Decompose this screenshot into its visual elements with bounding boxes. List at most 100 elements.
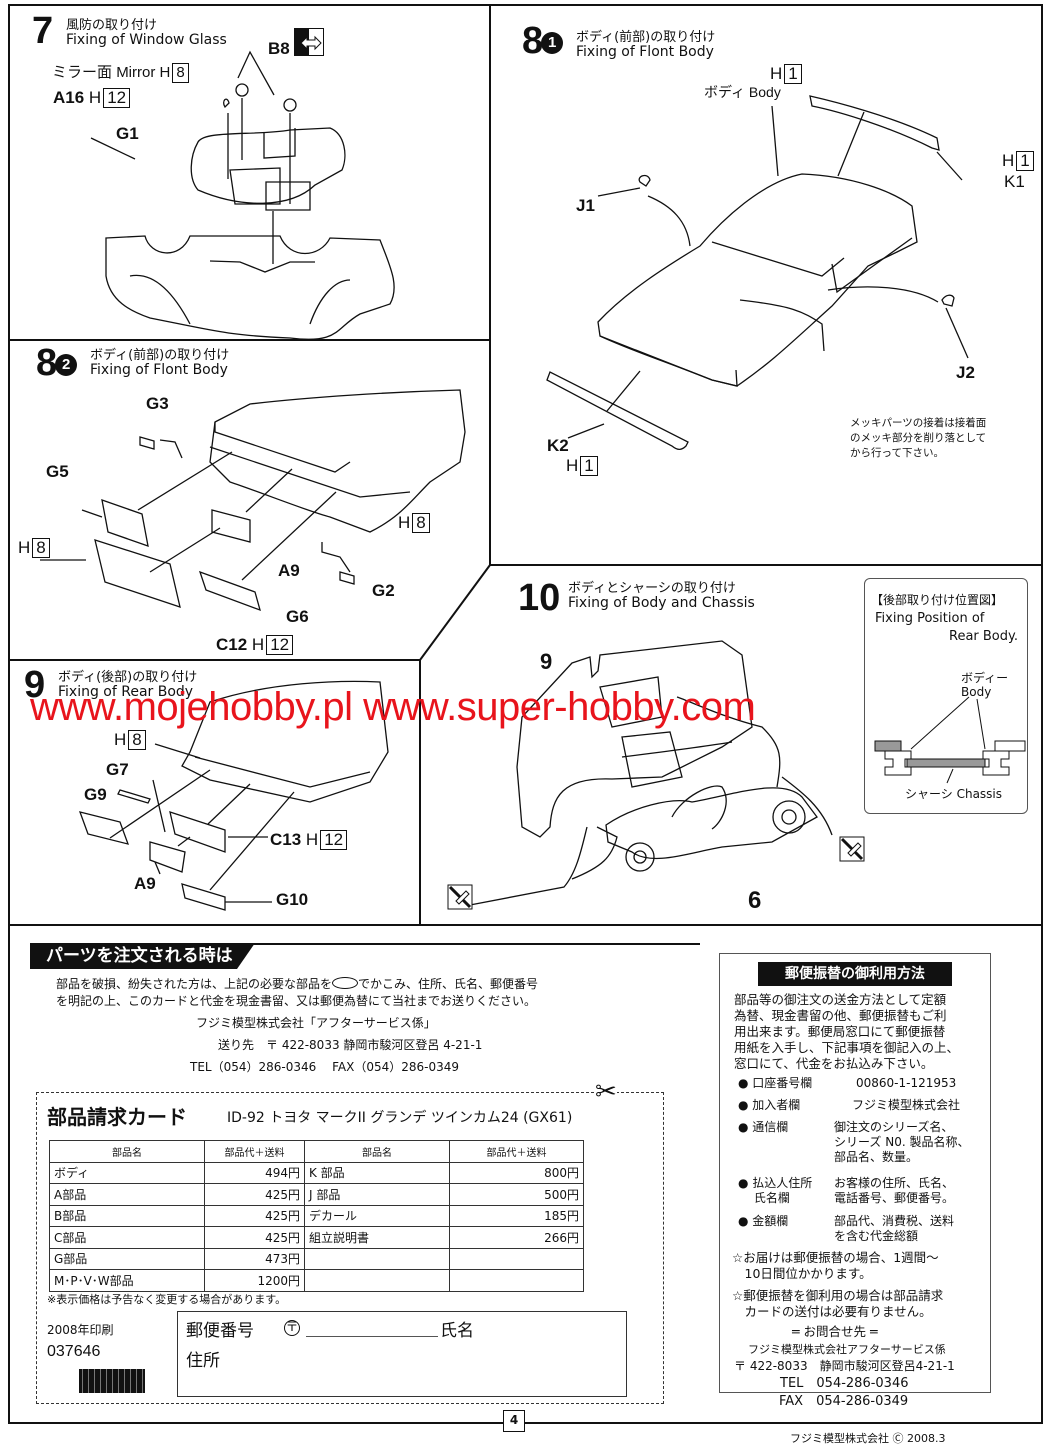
delivery-note: ☆お届けは郵便振替の場合、1週間～ 10日間位かかります。 — [732, 1250, 939, 1281]
card-title: 部品請求カード — [47, 1105, 187, 1129]
part-g7-label: G7 — [106, 760, 129, 779]
payer-row: ● 払込人住所 氏名欄 お客様の住所、氏名、 電話番号、郵便番号。 — [738, 1176, 955, 1205]
part-j2-label: J2 — [956, 363, 975, 382]
contact-tel: TEL 054-286-0346 — [780, 1376, 909, 1391]
name-label: 氏名 — [440, 1321, 474, 1341]
address-label: 住所 — [186, 1351, 220, 1371]
circle-mark-icon — [332, 977, 359, 989]
postal-mark-icon: 〒 — [284, 1320, 300, 1336]
glue-icon — [840, 837, 864, 861]
postal-transfer-box: 郵便振替の御利用方法 部品等の御注文の送金方法として定額 為替、現金書留の他、郵… — [719, 953, 991, 1393]
color-code-box: 12 — [103, 88, 131, 108]
inset-title-en-2: Rear Body. — [949, 629, 1018, 644]
page-number: 4 — [503, 1410, 525, 1432]
postal-code-label: 郵便番号 — [186, 1321, 254, 1341]
print-code: 037646 — [47, 1343, 101, 1360]
step-title-en: Fixing of Body and Chassis — [568, 595, 755, 611]
subscriber-row: ● 加入者欄 フジミ模型株式会社 — [738, 1098, 961, 1112]
contact-company: フジミ模型株式会社アフターサービス係 — [748, 1343, 946, 1356]
contact-header: ═ お問合せ先 ═ — [792, 1324, 878, 1339]
front-grille-drawing — [10, 342, 490, 660]
substep-badge: 1 — [541, 32, 564, 54]
part-k1-label: K1 — [1004, 172, 1025, 191]
inset-body-jp: ボディー — [961, 671, 1009, 685]
rear-body-position-inset: 【後部取り付け位置図】 Fixing Position of Rear Body… — [864, 578, 1028, 814]
step-number: 10 — [518, 577, 561, 619]
ref-step-6-label: 6 — [748, 887, 762, 914]
part-g3-label: G3 — [146, 394, 169, 413]
scissors-icon: ✂ — [595, 1077, 617, 1107]
part-g6-label: G6 — [286, 607, 309, 626]
copyright: フジミ模型株式会社 Ⓒ 2008.3 — [790, 1432, 946, 1445]
parts-request-card: ✂ 部品請求カード ID-92 トヨタ マークII グランデ ツインカム24 (… — [36, 1079, 664, 1404]
body-label: ボディ Body — [704, 84, 781, 100]
part-j1-label: J1 — [576, 196, 595, 215]
step-10-panel: 10 ボディとシャーシの取り付け Fixing of Body and Chas… — [422, 567, 1042, 923]
contact-address: 〒 422-8033 静岡市駿河区登呂4-21-1 — [734, 1359, 955, 1373]
part-k2-label: K2 — [547, 436, 569, 455]
card-subtitle: ID-92 トヨタ マークII グランデ ツインカム24 (GX61) — [227, 1110, 573, 1126]
part-a9-label: A9 — [278, 561, 300, 580]
banner-rule — [30, 943, 700, 945]
inset-chassis-label: シャーシ Chassis — [905, 787, 1003, 801]
watermark-text: www.mojehobby.pl www.super-hobby.com — [30, 685, 756, 729]
postal-intro: 部品等の御注文の送金方法として定額 為替、現金書留の他、郵便振替もご利 用出来ま… — [734, 992, 960, 1071]
step-number: 9 — [24, 664, 46, 706]
part-g2-label: G2 — [372, 581, 395, 600]
step-title-jp: ボディ(前部)の取り付け — [90, 348, 230, 363]
part-a9-label: A9 — [134, 874, 156, 893]
step-title-jp: ボディとシャーシの取り付け — [568, 581, 736, 596]
mirror-flip-icon — [294, 28, 324, 56]
inset-title-en-1: Fixing Position of — [875, 611, 985, 626]
step-title-en: Fixing of Rear Body — [58, 684, 194, 700]
table-header-row: 部品名 部品代＋送料 部品名 部品代＋送料 — [49, 1140, 584, 1163]
order-banner: パーツを注文される時は — [30, 943, 255, 969]
page-frame — [8, 4, 1043, 1424]
postal-code-field[interactable] — [306, 1336, 438, 1337]
step-title-en: Fixing of Flont Body — [576, 44, 714, 60]
step-title-jp: ボディ(後部)の取り付け — [58, 670, 198, 685]
plating-note: メッキパーツの接着は接着面 のメッキ部分を削り落として から行って下さい。 — [850, 417, 987, 459]
postal-transfer-header: 郵便振替の御利用方法 — [758, 962, 952, 986]
step-title-jp: ボディ(前部)の取り付け — [576, 30, 716, 45]
part-g10-label: G10 — [276, 890, 309, 909]
window-glass-drawing — [90, 86, 430, 336]
ref-step-9-label: 9 — [540, 649, 553, 674]
order-company: フジミ模型株式会社「アフターサービス係」 — [196, 1016, 436, 1030]
card-not-required-note: ☆郵便振替を御利用の場合は部品請求 カードの送付は必要有りません。 — [732, 1288, 944, 1319]
print-year: 2008年印刷 — [47, 1323, 114, 1337]
order-tel-fax: TEL（054）286-0346 FAX（054）286-0349 — [190, 1060, 459, 1074]
order-address: 送り先 〒 422-8033 静岡市駿河区登呂 4-21-1 — [218, 1038, 483, 1052]
account-number-row: ● 口座番号欄 00860-1-121953 — [738, 1076, 957, 1090]
part-g5-label: G5 — [46, 462, 69, 481]
substep-badge: 2 — [55, 354, 78, 376]
step-title-en: Fixing of Flont Body — [90, 362, 228, 378]
glue-icon — [448, 885, 472, 909]
step-title-en: Fixing of Window Glass — [66, 32, 227, 48]
step-number: 7 — [32, 10, 54, 52]
inset-body-en: Body — [961, 685, 992, 699]
body-chassis-drawing — [422, 567, 1042, 923]
part-g1-label: G1 — [116, 124, 139, 143]
color-code-box: 8 — [172, 63, 189, 83]
address-form: 郵便番号 〒 氏名 住所 — [177, 1311, 627, 1397]
contact-fax: FAX 054-286-0349 — [779, 1394, 909, 1409]
price-disclaimer: ※表示価格は予告なく変更する場合があります。 — [47, 1293, 287, 1306]
